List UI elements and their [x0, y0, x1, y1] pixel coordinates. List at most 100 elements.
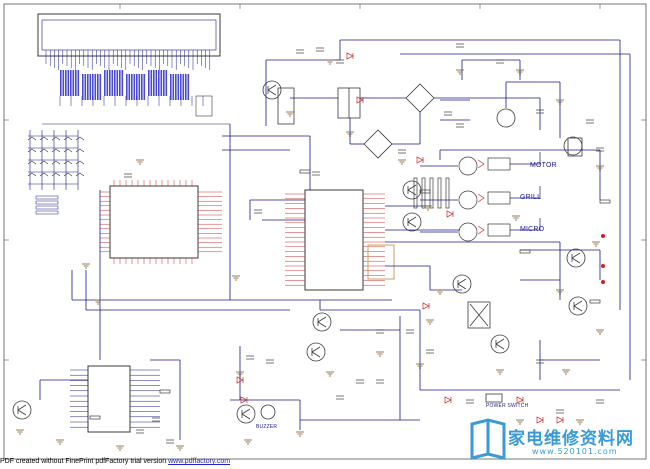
key-switch — [75, 160, 85, 165]
resistor — [141, 74, 143, 100]
resistor — [150, 70, 153, 96]
resistor — [429, 177, 434, 209]
sheet-border — [3, 3, 647, 460]
footer-link[interactable]: www.pdffactory.com — [168, 458, 231, 465]
key-switch — [51, 136, 61, 141]
diode — [444, 396, 452, 404]
key-switch — [51, 148, 61, 153]
resistor — [87, 74, 89, 100]
resistor — [126, 74, 128, 100]
resistor — [35, 195, 59, 200]
driver-ic — [70, 365, 160, 433]
resistor — [158, 70, 160, 96]
resistor — [104, 70, 106, 96]
transistor-emitter — [407, 189, 417, 196]
resistor — [89, 415, 101, 420]
resistor — [70, 70, 72, 96]
resistor — [62, 70, 65, 96]
resistor — [299, 169, 311, 174]
transistor — [306, 342, 326, 362]
mcu-center — [285, 189, 395, 291]
resistor — [175, 74, 177, 100]
optocoupler-cross — [469, 303, 489, 327]
resistor — [413, 177, 418, 209]
transistor-collector — [407, 216, 417, 223]
resistor — [109, 70, 111, 96]
resistor — [187, 74, 190, 100]
transistor-emitter — [457, 283, 467, 290]
resistor — [136, 74, 138, 100]
resistor — [77, 70, 80, 96]
resistor — [163, 70, 165, 96]
display-resistor-array — [42, 70, 230, 125]
power-supply — [277, 83, 583, 159]
mcu-left — [100, 180, 222, 264]
key-switch — [75, 172, 85, 177]
resistor — [60, 70, 62, 96]
resistor — [114, 70, 116, 96]
relay-coil — [487, 191, 511, 205]
grill-relay-label: GRILL — [520, 194, 542, 201]
diode — [477, 225, 485, 235]
power-switch-symbol — [485, 393, 503, 403]
resistor — [121, 70, 124, 96]
resistor — [65, 70, 67, 96]
key-switch — [27, 160, 37, 165]
ground-symbols — [16, 59, 604, 451]
transistor — [402, 180, 422, 200]
key-switch — [63, 136, 73, 141]
resistor — [119, 70, 121, 96]
key-switch — [39, 136, 49, 141]
resistor — [111, 70, 114, 96]
pdf-footer: PDF created without FinePrint pdfFactory… — [0, 458, 230, 465]
diode — [240, 396, 248, 404]
resistor — [128, 74, 131, 100]
diode — [536, 416, 544, 424]
resistor — [92, 74, 94, 100]
transistor-collector — [17, 404, 27, 411]
resistor — [99, 74, 102, 100]
led — [601, 280, 605, 284]
resistor — [148, 70, 150, 96]
resistor — [419, 189, 431, 194]
diode — [477, 193, 485, 203]
key-switch — [51, 172, 61, 177]
resistor — [172, 74, 175, 100]
diode — [236, 376, 244, 384]
driver-transistor — [458, 156, 478, 176]
transistor-collector — [267, 84, 277, 91]
power-switch-label: POWER SWITCH — [486, 403, 529, 409]
resistor — [35, 205, 59, 210]
transistor-collector — [495, 338, 505, 345]
resistor — [177, 74, 180, 100]
buzzer-symbol — [260, 404, 276, 420]
resistor — [153, 70, 155, 96]
resistor — [159, 389, 171, 394]
key-matrix — [27, 130, 85, 215]
transistor-emitter — [317, 321, 327, 328]
transistor-emitter — [571, 257, 581, 264]
resistor — [82, 74, 84, 100]
key-switch — [63, 160, 73, 165]
key-switch — [27, 148, 37, 153]
transistor — [490, 334, 510, 354]
key-switch — [75, 136, 85, 141]
transistor-collector — [241, 408, 251, 415]
resistor — [89, 74, 92, 100]
resistor — [185, 74, 187, 100]
resistor — [75, 70, 77, 96]
motor-relay-label: MOTOR — [530, 162, 557, 169]
led — [601, 264, 605, 268]
display-module — [37, 13, 221, 70]
resistor — [116, 70, 119, 96]
driver-transistor — [458, 190, 478, 210]
resistor — [131, 74, 133, 100]
zone-markers — [4, 4, 646, 361]
resistor — [155, 70, 158, 96]
resistor — [143, 74, 146, 100]
key-switch — [63, 172, 73, 177]
resistor — [35, 210, 59, 215]
transistor — [236, 404, 256, 424]
transistor — [452, 274, 472, 294]
resistor — [94, 74, 97, 100]
